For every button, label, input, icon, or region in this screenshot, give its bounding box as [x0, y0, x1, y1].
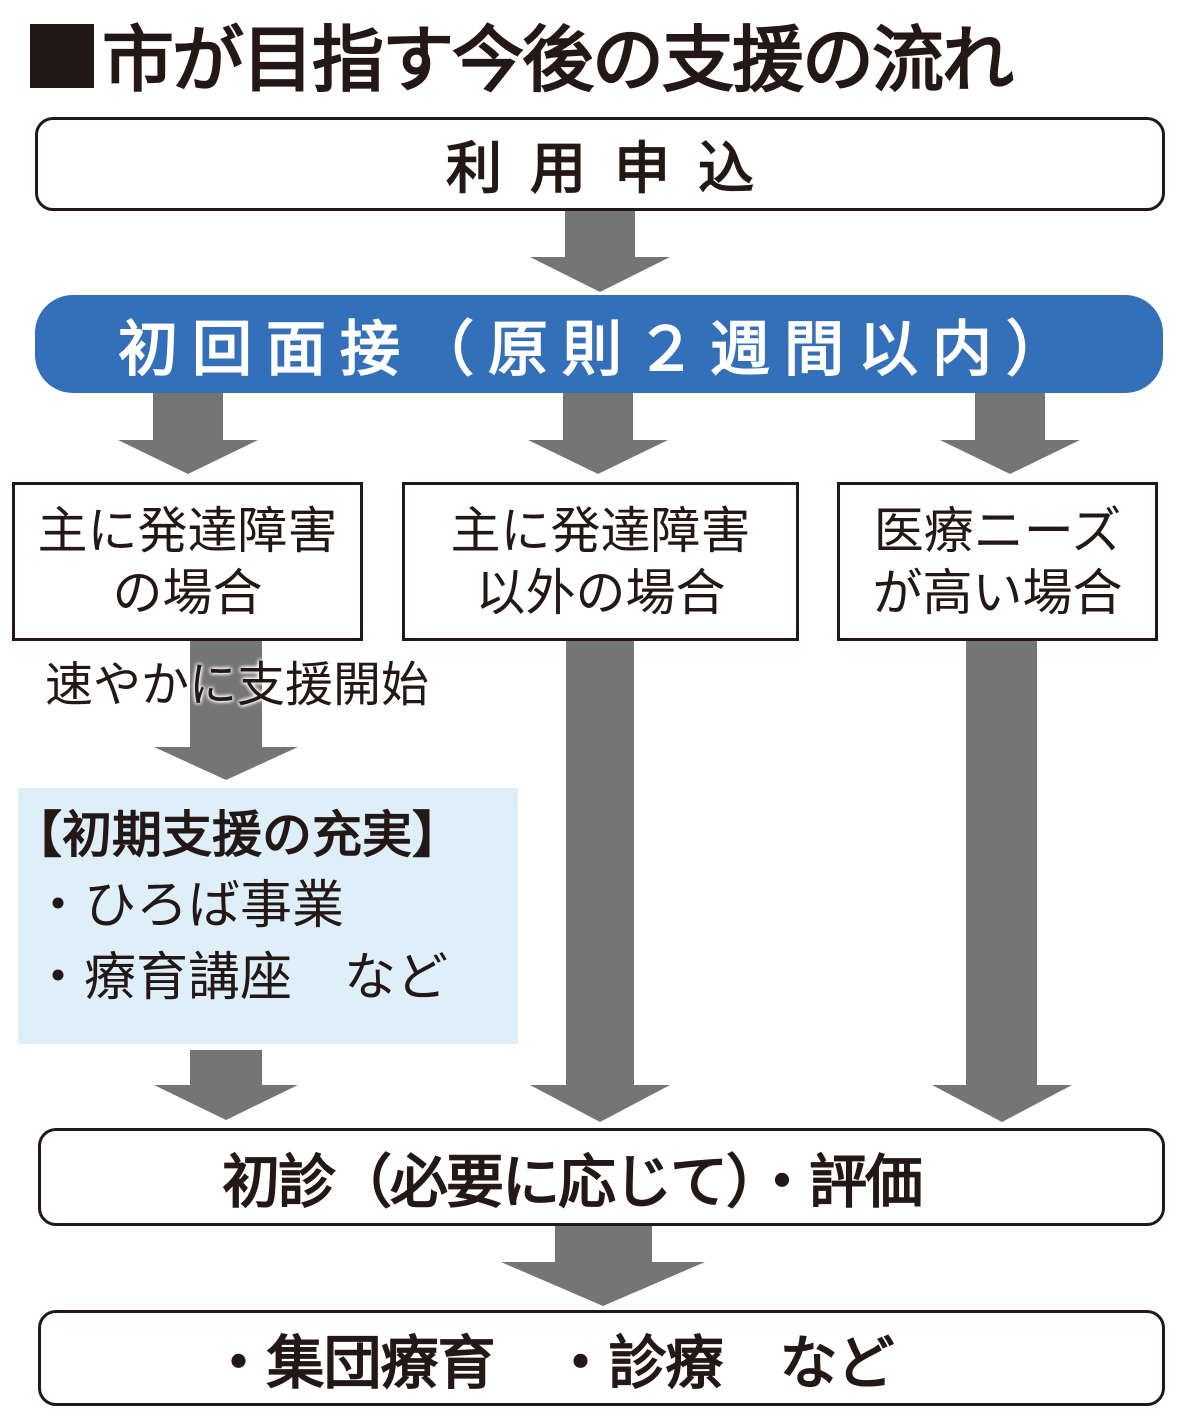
- step-initial-interview-label: 初回面接（原則２週間以内）: [118, 314, 1080, 385]
- branch-label-line1: 主に発達障害: [37, 501, 338, 560]
- arrow-down-icon: [530, 640, 670, 1122]
- step-initial-interview-box: 初回面接（原則２週間以内）: [35, 295, 1163, 393]
- title-text: 市が目指す今後の支援の流れ: [102, 17, 1014, 102]
- branch-label-line2: 以外の場合: [475, 563, 726, 622]
- branch-box-medical-needs: 医療ニーズ が高い場合: [837, 482, 1158, 641]
- branch-box-developmental: 主に発達障害 の場合: [12, 482, 363, 641]
- arrow-down-icon: [118, 393, 258, 474]
- branch-box-non-developmental: 主に発達障害 以外の場合: [402, 482, 799, 641]
- branch1-note: 速やかに支援開始: [45, 657, 430, 713]
- step-application-box: 利用申込: [35, 117, 1165, 211]
- arrow-down-icon: [154, 640, 298, 780]
- early-support-heading: 【初期支援の充実】: [12, 806, 462, 864]
- page-title: 市が目指す今後の支援の流れ: [30, 8, 1014, 102]
- arrow-down-icon: [530, 210, 670, 292]
- arrow-down-icon: [501, 1225, 705, 1306]
- branch-label-line1: 主に発達障害: [450, 501, 751, 560]
- early-support-item: ・ひろば事業: [32, 876, 345, 936]
- arrow-down-icon: [932, 640, 1072, 1122]
- arrow-down-icon: [528, 393, 668, 474]
- title-square-icon: [30, 24, 94, 88]
- branch-label-line2: が高い場合: [872, 563, 1123, 622]
- early-support-item: ・療育講座 など: [32, 948, 449, 1008]
- branch-label-line2: の場合: [112, 563, 263, 622]
- branch-label-line1: 医療ニーズ: [873, 501, 1122, 560]
- step-diagnosis-box: 初診（必要に応じて）・評価: [38, 1128, 1165, 1226]
- step-final-label: ・集団療育 ・診療 など: [209, 1329, 894, 1397]
- step-application-label: 利用申込: [446, 136, 782, 202]
- early-support-box: 【初期支援の充実】 ・ひろば事業 ・療育講座 など: [12, 788, 518, 1044]
- arrow-down-icon: [940, 393, 1080, 474]
- step-final-box: ・集団療育 ・診療 など: [38, 1310, 1165, 1406]
- step-diagnosis-label: 初診（必要に応じて）・評価: [221, 1148, 923, 1216]
- arrow-down-icon: [154, 1050, 298, 1120]
